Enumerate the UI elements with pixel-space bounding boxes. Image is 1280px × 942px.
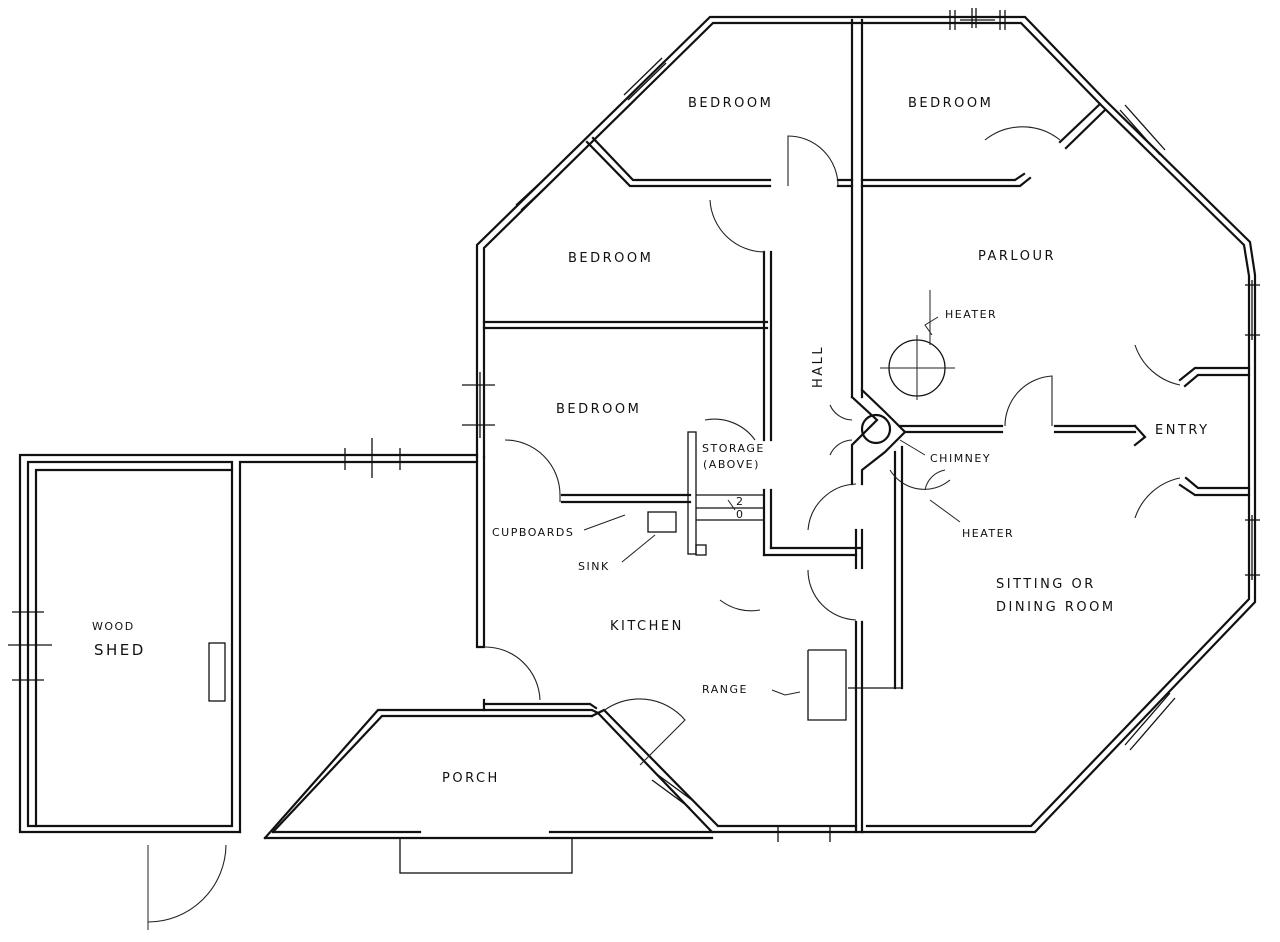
window-shed-north	[344, 438, 401, 478]
label-range: RANGE	[702, 683, 748, 696]
label-sitting-line2: DINING ROOM	[996, 600, 1116, 615]
fixture-labels: HEATER HEATER CHIMNEY STORAGE (ABOVE) CU…	[492, 308, 1014, 696]
window-east-1	[1245, 280, 1260, 340]
label-cupboards: CUPBOARDS	[492, 526, 574, 539]
label-parlour: PARLOUR	[978, 249, 1056, 264]
window-se	[1124, 692, 1176, 751]
window-south	[777, 826, 831, 842]
window-north	[949, 8, 1006, 30]
label-sitting-line1: SITTING OR	[996, 577, 1096, 592]
label-bedroom-w: BEDROOM	[568, 251, 653, 266]
label-bedroom-sw: BEDROOM	[556, 402, 641, 417]
window-east-2	[1245, 515, 1260, 580]
interior-walls	[482, 18, 1251, 834]
label-heater-top: HEATER	[945, 308, 997, 321]
label-wood: WOOD	[92, 620, 135, 633]
stair-mark-bottom: 0	[736, 508, 745, 521]
label-hall: HALL	[811, 345, 826, 388]
stair-mark-top: 2	[736, 495, 745, 508]
label-porch: PORCH	[442, 771, 500, 786]
label-storage-above: (ABOVE)	[703, 458, 760, 471]
leader-lines	[583, 316, 939, 696]
exterior-walls	[475, 15, 1257, 834]
label-bedroom-ne: BEDROOM	[908, 96, 993, 111]
wood-shed-walls	[18, 453, 479, 834]
window-west-bedroom	[462, 372, 495, 438]
label-heater-bottom: HEATER	[962, 527, 1014, 540]
label-sink: SINK	[578, 560, 610, 573]
label-entry: ENTRY	[1155, 423, 1210, 438]
window-shed-west	[8, 611, 52, 681]
door-swings	[147, 126, 1181, 930]
window-kitchen-se	[651, 774, 697, 809]
window-ne	[1119, 104, 1166, 156]
porch-walls	[263, 708, 714, 874]
label-bedroom-nw: BEDROOM	[688, 96, 773, 111]
label-shed: SHED	[94, 641, 146, 659]
label-chimney: CHIMNEY	[930, 452, 991, 465]
room-labels: BEDROOM BEDROOM BEDROOM BEDROOM PARLOUR …	[92, 96, 1210, 786]
window-nw-1	[623, 57, 667, 101]
label-storage: STORAGE	[702, 442, 765, 455]
label-kitchen: KITCHEN	[610, 619, 684, 634]
window-nw-2	[515, 167, 562, 211]
windows	[8, 8, 1260, 842]
heater-symbol	[880, 290, 961, 523]
